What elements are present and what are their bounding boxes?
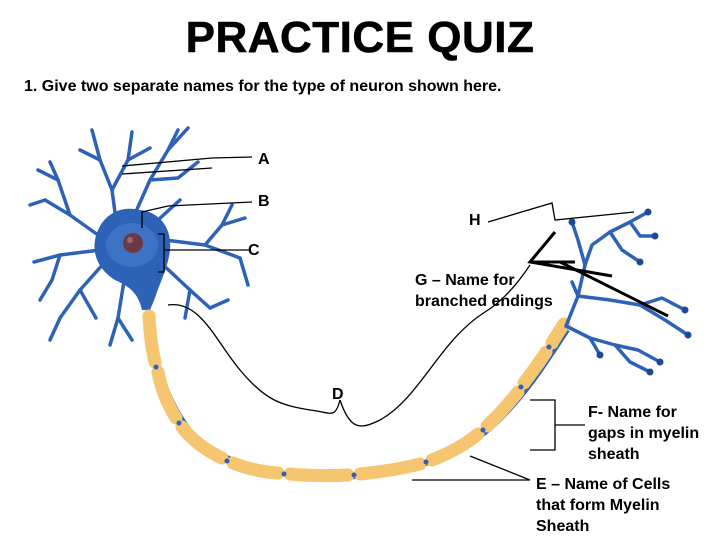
question-text: 1. Give two separate names for the type …	[24, 78, 502, 95]
nodes-of-ranvier	[153, 344, 552, 478]
label-a: A	[258, 151, 270, 168]
nucleus	[123, 233, 143, 253]
label-f: F- Name for gaps in myelin sheath	[588, 404, 700, 463]
terminal-pointer	[527, 231, 669, 318]
axon-terminals	[564, 210, 690, 374]
label-g: G – Name for branched endings	[415, 272, 553, 310]
label-b: B	[258, 193, 270, 210]
dendrites	[28, 126, 250, 347]
label-d: D	[332, 386, 344, 403]
myelin-sheath	[142, 309, 571, 483]
page-title: PRACTICE QUIZ	[185, 13, 535, 63]
label-e: E – Name of Cells that form Myelin Sheat…	[536, 476, 671, 535]
leader-lines	[121, 156, 635, 481]
label-h: H	[469, 212, 481, 229]
terminal-buttons	[568, 208, 692, 376]
label-c: C	[248, 242, 260, 259]
